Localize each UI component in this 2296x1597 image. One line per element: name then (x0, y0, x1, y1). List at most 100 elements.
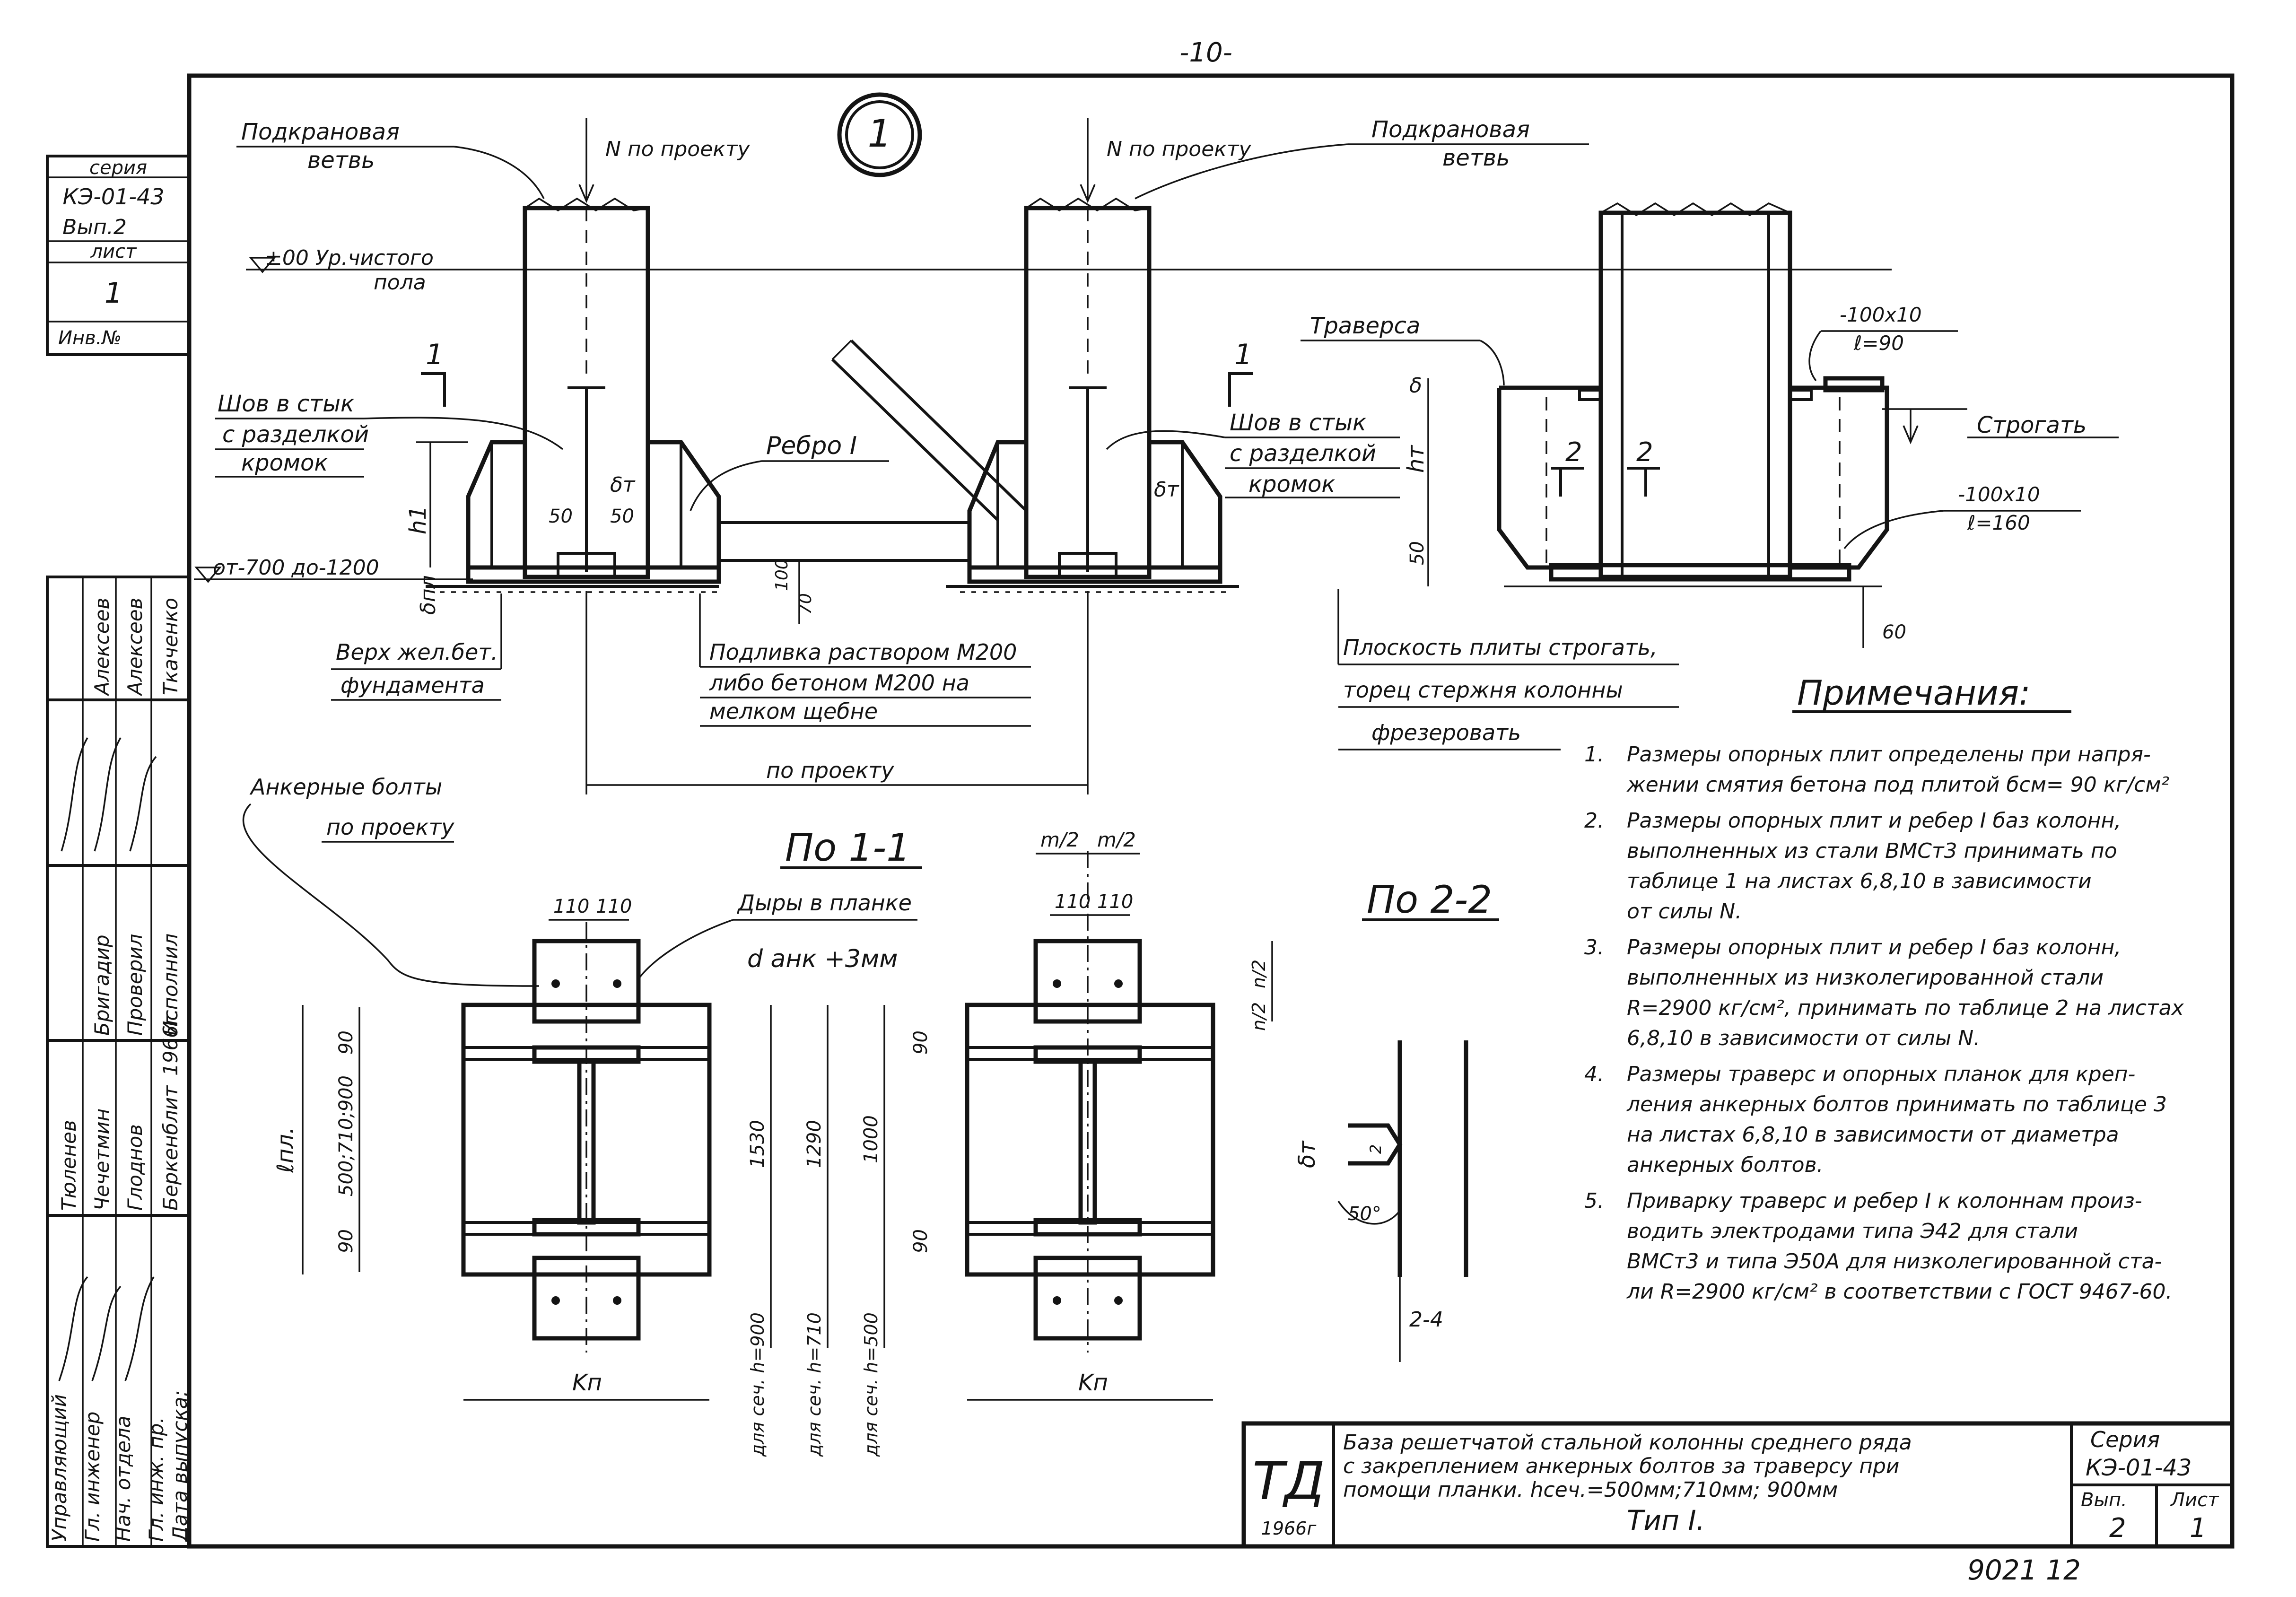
weld-right-3: кромок (1248, 471, 1335, 497)
dim-dpl: δпл (416, 575, 440, 615)
kp-left: Kп (572, 1370, 602, 1396)
n-left-label: N по проекту (605, 137, 750, 161)
weld-left-3: кромок (241, 450, 328, 476)
side-section-left: 2 (1565, 437, 1582, 468)
kp-right: Kп (1078, 1370, 1108, 1396)
weld-left-2: с разделкой (222, 421, 369, 448)
weld-right-1: Шов в стык (1230, 410, 1366, 436)
plane-label: Строгать (1977, 412, 2086, 438)
side-section-right: 2 (1636, 437, 1653, 468)
dim-50b: 50 (610, 506, 634, 527)
sign-role-2: Гл. инженер (81, 1412, 104, 1542)
sign-role-4: Гл. инж. пр. (145, 1417, 168, 1542)
title-line-1: База решетчатой стальной колонны среднег… (1343, 1431, 1912, 1455)
dim-100: 100 (772, 559, 792, 591)
top-concrete-1: Верх жел.бет. (336, 639, 498, 665)
tb-series-label: Серия (2090, 1427, 2160, 1452)
title-block: ТД 1966г База решетчатой стальной колонн… (1241, 1421, 2235, 1549)
detail-dt: δт (1294, 1140, 1320, 1168)
plan-title-22: По 2-2 (1367, 878, 1492, 922)
tb-series-value: КЭ-01-43 (2086, 1455, 2191, 1481)
note-number: 4. (1584, 1062, 1604, 1086)
grout-2: либо бетоном М200 на (709, 670, 969, 696)
for-500: для сеч. h=500 (861, 1312, 882, 1457)
by-project-label: по проекту (766, 758, 894, 783)
note-line: ления анкерных болтов принимать по табли… (1626, 1092, 2167, 1117)
sign-name-1: Тюленев (57, 1120, 80, 1211)
plate-bottom-2: ℓ=160 (1967, 511, 2030, 534)
traverse-label: Траверса (1310, 313, 1420, 339)
plate-top-1: -100x10 (1840, 303, 1922, 326)
stamp-inv-label: Инв.№ (58, 327, 122, 349)
dim-50a: 50 (549, 506, 573, 527)
plan-title-11: По 1-1 (785, 826, 910, 870)
plan-dim-90a: 90 (335, 1030, 357, 1055)
m2-right: m/2 (1097, 828, 1136, 851)
plan-dim-110a: 110 (553, 896, 589, 917)
view-callout-circle (837, 92, 922, 177)
sign-year: 1966г. (159, 1009, 182, 1076)
tb-issue-label: Вып. (2081, 1489, 2127, 1511)
detail-24: 2-4 (1409, 1308, 1443, 1332)
m2-left: m/2 (1040, 828, 1079, 851)
stamp-series-value: КЭ-01-43 (62, 184, 164, 209)
for-900: для сеч. h=900 (747, 1312, 768, 1457)
side-dim-50: 50 (1406, 541, 1428, 565)
stamp-sheet-label: лист (90, 241, 138, 262)
tb-sheet-label: Лист (2170, 1489, 2219, 1511)
plan-dim-1530: 1530 (747, 1120, 768, 1168)
plate-top-2: ℓ=90 (1853, 332, 1904, 355)
plan-r-90a: 90 (910, 1030, 932, 1055)
title-line-3: помощи планки. hсеч.=500мм;710мм; 900мм (1343, 1478, 1838, 1502)
sign-name2-2: Алексеев (123, 598, 147, 697)
plate-bottom-1: -100x10 (1958, 483, 2040, 506)
note-number: 5. (1584, 1189, 1604, 1213)
plan-view-1-1: По 1-1 Анкерные болты по проекту 110 110… (242, 774, 922, 1457)
note-line: ВМСт3 и типа Э50А для низколегированной … (1627, 1249, 2162, 1274)
note-line: водить электродами типа Э42 для стали (1627, 1219, 2078, 1243)
weld-right-2: с разделкой (1230, 440, 1376, 467)
note-line: Приварку траверс и ребер I к колоннам пр… (1627, 1189, 2142, 1213)
plan-dims-mid: 500;710;900 (335, 1075, 357, 1196)
note-line: Размеры опорных плит и ребер I баз колон… (1627, 935, 2121, 960)
plane-note-3: фрезеровать (1371, 720, 1521, 745)
side-view: Траверса -100x10 ℓ=90 Строгать -100x10 ℓ… (1301, 202, 2119, 751)
branch-right-1: Подкрановая (1371, 116, 1530, 143)
note-line: анкерных болтов. (1627, 1153, 1824, 1177)
note-line: Размеры траверс и опорных планок для кре… (1627, 1062, 2135, 1086)
detail-2: 2 (1367, 1144, 1385, 1154)
plan-r-110b: 110 (1097, 891, 1133, 913)
stamp-issue: Вып.2 (62, 215, 127, 239)
section-mark-left: 1 (426, 338, 444, 371)
dim-dt-left: δт (610, 473, 636, 497)
title-type: Тип I. (1627, 1504, 1705, 1536)
sign-role-3: Нач. отдела (112, 1416, 135, 1542)
plan-dim-90b: 90 (335, 1229, 357, 1253)
branch-left-2: ветвь (307, 147, 375, 174)
n2-a: n/2 (1248, 960, 1269, 988)
note-line: ли R=2900 кг/см² в соответствии с ГОСТ 9… (1626, 1280, 2173, 1304)
side-dim-60: 60 (1882, 621, 1906, 643)
side-ht: hт (1403, 445, 1429, 473)
sign-name-4: Беркенблит (159, 1085, 182, 1211)
footer-number: 9021 12 (1967, 1554, 2081, 1586)
note-line: 6,8,10 в зависимости от силы N. (1627, 1026, 1980, 1050)
tb-sheet-value: 1 (2190, 1513, 2207, 1544)
stamp-sheet-value: 1 (105, 277, 122, 310)
floor-level-label2: пола (374, 271, 426, 295)
tb-issue-value: 2 (2109, 1513, 2126, 1544)
note-line: таблице 1 на листах 6,8,10 в зависимости (1627, 869, 2092, 893)
notes-block: Примечания: 1.Размеры опорных плит опред… (1584, 673, 2184, 1304)
note-line: на листах 6,8,10 в зависимости от диамет… (1627, 1123, 2119, 1147)
sign-name-2: Чечетмин (90, 1108, 113, 1211)
title-line-2: с закреплением анкерных болтов за травер… (1343, 1454, 1899, 1478)
signature-strip: Алексеев Алексеев Ткаченко Бригадир Пров… (46, 576, 192, 1548)
sign-role-1: Управляющий (48, 1394, 71, 1542)
logo-year: 1966г (1261, 1518, 1317, 1539)
plan-dim-1290: 1290 (803, 1120, 825, 1168)
plan-dim-1000: 1000 (860, 1115, 882, 1163)
sign-role-5: Дата выпуска: (168, 1390, 192, 1543)
elevation-view: ±00 Ур.чистого пола от-700 до-1200 N по … (194, 92, 1892, 794)
plane-note-2: торец стержня колонны (1343, 677, 1623, 703)
